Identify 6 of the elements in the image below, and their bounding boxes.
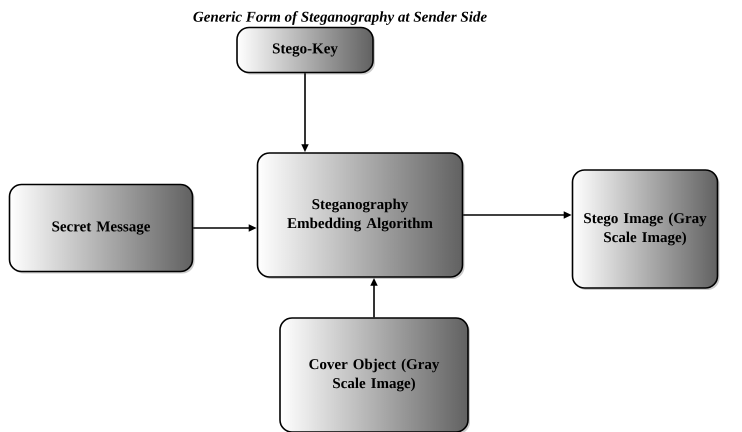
process-box: Secret Message — [8, 184, 194, 274]
process-box: Steganography Embedding Algorithm — [256, 152, 464, 279]
title: Generic Form of Steganography at Sender Side — [193, 11, 487, 25]
process-box: Stego-Key — [236, 26, 375, 74]
process-box: Stego Image (Gray Scale Image) — [572, 169, 720, 290]
process-box: Cover Object (Gray Scale Image) — [279, 317, 470, 432]
